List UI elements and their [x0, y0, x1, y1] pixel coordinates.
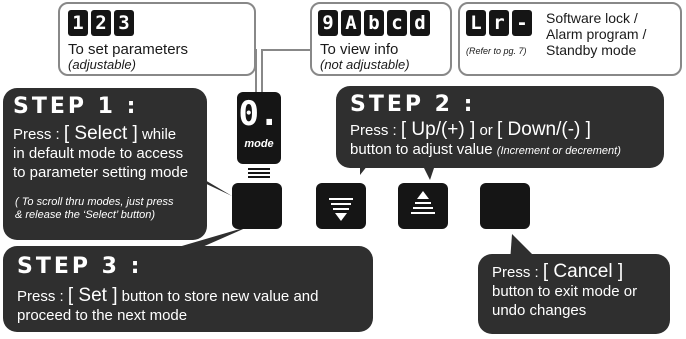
cancel-button[interactable]	[480, 183, 530, 229]
step1-panel: STEP 1 : Press : [ Select ] while in def…	[3, 88, 207, 240]
step3-panel: STEP 3 : Press : [ Set ] button to store…	[3, 246, 373, 332]
display-base-lines	[248, 168, 270, 178]
segment-digit: b	[364, 10, 384, 36]
view-info-callout: 9 A b c d To view info (not adjustable)	[310, 2, 452, 76]
step2-panel: STEP 2 : Press : [ Up/(+) ] or [ Down/(-…	[336, 86, 664, 168]
step1-note: ( To scroll thru modes, just press & rel…	[15, 196, 174, 221]
up-arrow-icon	[411, 191, 435, 214]
step1-body: Press : [ Select ] while in default mode…	[13, 123, 189, 181]
cancel-body: Press : [ Cancel ] button to exit mode o…	[492, 261, 638, 319]
set-parameters-callout: 1 2 3 To set parameters (adjustable)	[58, 2, 256, 76]
segment-digit: c	[387, 10, 407, 36]
step3-title: STEP 3 :	[17, 254, 143, 279]
segment-digit: -	[512, 10, 532, 36]
cancel-panel: Press : [ Cancel ] button to exit mode o…	[478, 254, 670, 334]
display-digit: 0.	[238, 94, 280, 134]
select-button[interactable]	[232, 183, 282, 229]
segment-digit: 2	[91, 10, 111, 36]
segment-digit: 1	[68, 10, 88, 36]
down-button[interactable]	[316, 183, 366, 229]
segment-digit: d	[410, 10, 430, 36]
segment-digit: L	[466, 10, 486, 36]
segment-digit: 3	[114, 10, 134, 36]
segment-digit: 9	[318, 10, 338, 36]
step2-body: Press : [ Up/(+) ] or [ Down/(-) ] butto…	[350, 119, 621, 158]
mode-display: 0. mode	[237, 92, 281, 164]
step3-body: Press : [ Set ] button to store new valu…	[17, 285, 319, 324]
up-button[interactable]	[398, 183, 448, 229]
view-info-text: To view info (not adjustable)	[320, 41, 410, 72]
segment-digit: r	[489, 10, 509, 36]
step2-title: STEP 2 :	[350, 92, 476, 117]
software-lock-ref: (Refer to pg. 7)	[466, 46, 527, 56]
segment-digit: A	[341, 10, 361, 36]
down-arrow-icon	[329, 198, 353, 221]
step1-title: STEP 1 :	[13, 94, 139, 119]
set-parameters-text: To set parameters (adjustable)	[68, 41, 189, 72]
software-lock-text: Software lock / Alarm program / Standby …	[546, 10, 647, 58]
display-mode-label: mode	[244, 138, 274, 150]
step3-pointer	[175, 226, 250, 248]
software-lock-callout: L r - (Refer to pg. 7) Software lock / A…	[458, 2, 682, 76]
